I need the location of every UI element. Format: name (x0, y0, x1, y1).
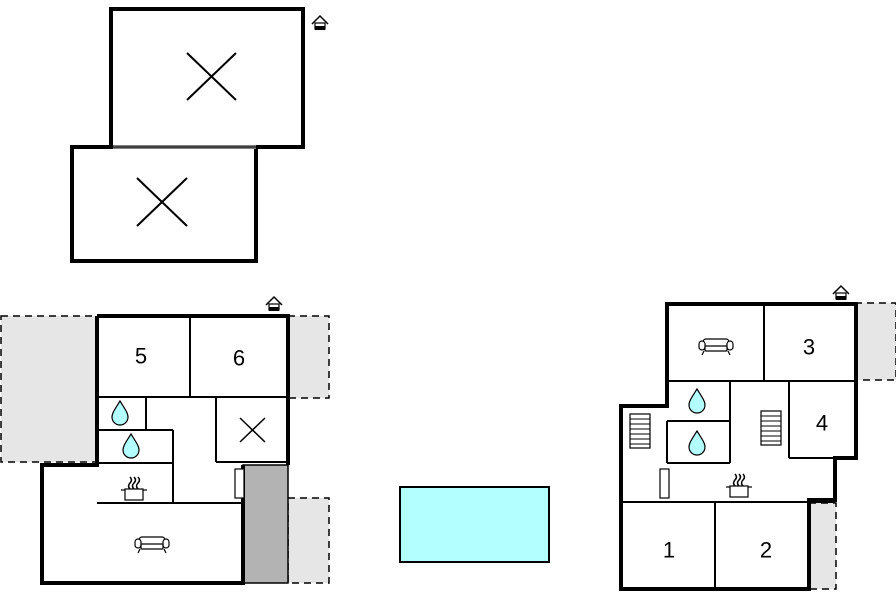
house-right: 3 4 1 2 (619, 285, 896, 591)
room-label-6: 6 (233, 346, 245, 371)
terrace-left (0, 315, 98, 463)
house-left: 5 6 (0, 296, 330, 585)
upper-room-top (109, 7, 305, 149)
cross-icon (239, 417, 266, 443)
door-icon (659, 468, 670, 499)
cooking-pot-icon (725, 473, 753, 498)
water-drop-icon (688, 388, 706, 414)
upper-floor (70, 7, 329, 263)
water-drop-icon (111, 400, 129, 426)
cross-icon (186, 52, 237, 101)
room-label-5: 5 (135, 344, 147, 369)
water-drop-icon (122, 433, 140, 459)
sofa-icon (134, 536, 170, 554)
stairs-icon (629, 413, 651, 449)
terrace-right (854, 302, 896, 381)
pool (399, 486, 550, 563)
door-icon (234, 468, 245, 499)
stairs-icon (760, 410, 782, 446)
cross-icon (136, 177, 188, 227)
room-label-4: 4 (816, 411, 828, 436)
sofa-icon (698, 338, 734, 356)
covered-terrace (242, 464, 289, 584)
house-arrow-icon (265, 296, 283, 312)
house-arrow-icon (832, 285, 850, 301)
room-label-1: 1 (663, 538, 675, 563)
water-drop-icon (688, 430, 706, 456)
room-label-3: 3 (803, 335, 815, 360)
house-arrow-icon (311, 15, 329, 31)
terrace-right-bottom (287, 497, 330, 584)
terrace-bottom (808, 502, 837, 590)
room-label-2: 2 (760, 538, 772, 563)
terrace-right-top (287, 315, 330, 399)
cooking-pot-icon (120, 476, 148, 501)
